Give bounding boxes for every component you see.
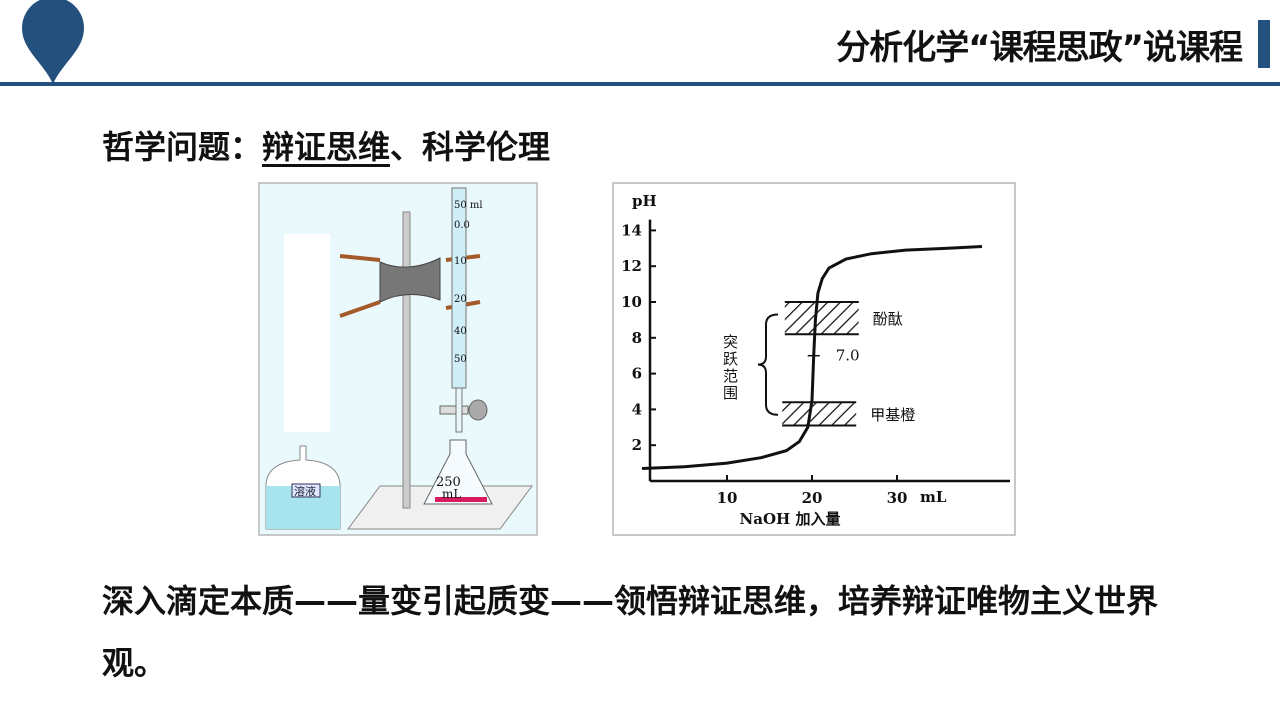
burette-mark: 40 (454, 326, 467, 337)
indicator-range-band (784, 302, 859, 335)
titration-curve-chart: 2 4 6 8 10 12 14 10 20 30 pH NaOH 加入量 mL 7.0 突跃范围… (612, 182, 1016, 536)
titration-curve-line (641, 245, 983, 470)
jump-range-brace (757, 313, 779, 416)
jump-range-label: 突跃范围 (721, 334, 739, 402)
flask-unit: mL (442, 487, 461, 501)
section-heading: 哲学问题：辩证思维、科学伦理 (102, 122, 550, 168)
y-tick-label: 6 (632, 365, 642, 383)
indicator-label: 甲基橙 (870, 406, 915, 424)
burette-mark: 20 (454, 294, 467, 305)
y-tick-label: 14 (621, 221, 642, 239)
header-accent-bar (1258, 20, 1270, 68)
y-axis-label: pH (632, 192, 657, 210)
x-axis-unit: mL (920, 488, 947, 506)
y-tick-label: 10 (621, 293, 642, 311)
y-tick-label: 4 (632, 400, 642, 418)
y-tick-label: 8 (632, 329, 642, 347)
flask-volume: 250 (436, 475, 461, 490)
heading-underlined: 辩证思维 (262, 128, 391, 166)
burette-mark: 0.0 (454, 220, 470, 231)
indicator-label: 酚酞 (873, 310, 903, 328)
x-axis-label: NaOH 加入量 (740, 510, 841, 528)
titration-apparatus-image: 50 ml 0.0 10 20 40 50 250 mL 溶液 (258, 182, 538, 536)
header-divider (0, 82, 1280, 86)
bottle-label: 溶液 (294, 484, 316, 498)
heading-prefix: 哲学问题： (102, 128, 263, 166)
x-tick-label: 20 (802, 489, 823, 507)
heading-suffix: 、科学伦理 (390, 128, 551, 166)
conclusion-text: 深入滴定本质——量变引起质变——领悟辩证思维，培养辩证唯物主义世界观。 (102, 582, 1159, 682)
y-tick-label: 12 (621, 257, 642, 275)
indicator-range-band (782, 402, 857, 426)
x-tick-label: 10 (717, 489, 738, 507)
burette-mark: 10 (454, 256, 467, 267)
location-pin-icon (22, 0, 84, 84)
header-title: 分析化学“课程思政”说课程 (836, 28, 1243, 68)
equivalence-label: 7.0 (836, 347, 860, 365)
x-tick-label: 30 (887, 489, 908, 507)
burette-unit-label: 50 ml (454, 200, 483, 211)
burette-mark: 50 (454, 354, 467, 365)
y-tick-label: 2 (632, 436, 642, 454)
